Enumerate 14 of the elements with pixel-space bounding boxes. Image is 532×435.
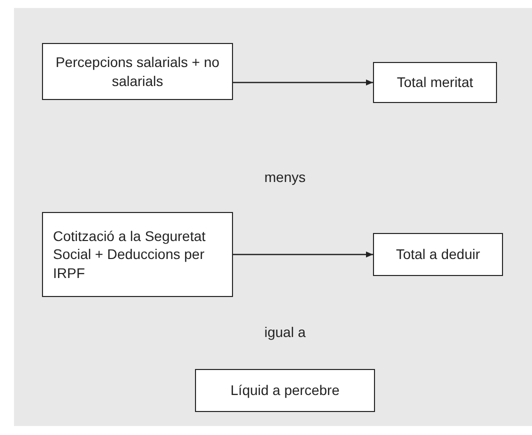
text-box <box>42 212 233 297</box>
text-box <box>373 233 503 276</box>
box-label: Total a deduir <box>396 245 480 264</box>
box-label: Cotització a la Seguretat Social + Deduccions per IRPF <box>53 227 207 282</box>
connector-text: igual a <box>264 324 306 340</box>
box-label: Total meritat <box>396 73 474 92</box>
connector-text: menys <box>264 169 306 185</box>
text-box <box>42 43 233 100</box>
box-label: Percepcions salarials + no salarials <box>54 53 220 90</box>
arrow <box>233 252 373 258</box>
box-label: Líquid a percebre <box>230 381 340 400</box>
text-box <box>373 62 497 103</box>
arrow <box>233 80 373 86</box>
text-box <box>195 369 375 412</box>
